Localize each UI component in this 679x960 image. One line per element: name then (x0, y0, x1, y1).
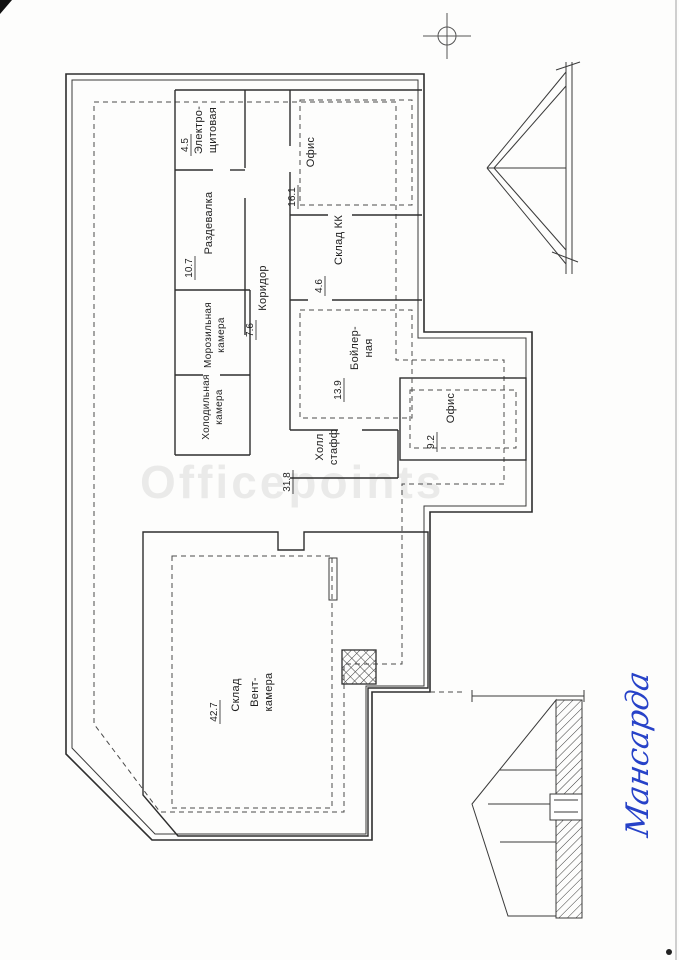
svg-text:7.6: 7.6 (245, 323, 256, 337)
vent-shaft (341, 649, 377, 685)
room-label-office-top: Офис 16.1 (287, 137, 317, 209)
room-labels: Электро- щитовая 4.5 Офис 16.1 Раздевалк… (180, 106, 457, 724)
registration-cross (423, 13, 471, 59)
svg-text:Офис: Офис (445, 393, 457, 424)
svg-text:Вент-: Вент- (249, 677, 261, 707)
lower-room-dashed-inset (171, 555, 333, 809)
room-label-electro: Электро- щитовая 4.5 (180, 106, 219, 156)
svg-text:Мансарда: Мансарда (620, 669, 656, 841)
handwritten-note: Мансарда (620, 669, 656, 841)
room-label-freezer: Морозильная камера (203, 302, 227, 368)
svg-text:13.9: 13.9 (333, 380, 344, 400)
room-label-hall-staff: Холл стафф (314, 429, 340, 465)
watermark: Officepoints (140, 456, 444, 508)
roof-section-detail (471, 690, 585, 919)
svg-text:Холл: Холл (314, 433, 326, 460)
room-label-razdevalka: Раздевалка 10.7 (184, 191, 215, 280)
room-label-fridge: Холодильная камера (201, 374, 225, 439)
svg-text:Коридор: Коридор (257, 265, 269, 311)
svg-text:ная: ная (363, 338, 375, 357)
svg-text:Офис: Офис (305, 137, 317, 168)
room-label-sklad-kk: Склад КК 4.6 (314, 215, 345, 296)
svg-text:31.8: 31.8 (282, 472, 293, 492)
svg-text:камера: камера (216, 317, 227, 353)
room-label-koridor: Коридор 7.6 (245, 265, 269, 340)
svg-text:Электро-: Электро- (193, 106, 205, 154)
svg-text:Морозильная: Морозильная (203, 302, 214, 368)
lower-room-outline (142, 531, 429, 837)
svg-text:4.5: 4.5 (180, 138, 191, 152)
interior-walls (174, 89, 527, 479)
room-label-office-right: Офис 9.2 (426, 393, 457, 452)
room-dashed-insets (299, 99, 517, 693)
svg-text:камера: камера (263, 672, 275, 711)
scan-corner-artifact (0, 0, 12, 14)
wall-pier (328, 557, 338, 601)
roof-slope-dashed-line (93, 101, 505, 813)
svg-text:щитовая: щитовая (207, 107, 219, 153)
svg-text:Склад: Склад (230, 678, 242, 712)
svg-text:Склад КК: Склад КК (333, 215, 345, 265)
section-window-detail (549, 793, 583, 821)
dimension-hall-area: 31.8 (282, 470, 294, 494)
main-plan: Электро- щитовая 4.5 Офис 16.1 Раздевалк… (65, 73, 533, 841)
svg-text:16.1: 16.1 (287, 187, 298, 207)
svg-text:Бойлер-: Бойлер- (349, 326, 361, 370)
room-label-sklad-main: Склад 42.7 (209, 678, 242, 724)
svg-text:Раздевалка: Раздевалка (203, 191, 215, 254)
svg-text:стафф: стафф (328, 429, 340, 465)
roof-gable-detail (486, 61, 581, 274)
svg-text:9.2: 9.2 (426, 435, 437, 449)
outer-wall (65, 73, 533, 841)
svg-text:10.7: 10.7 (184, 258, 195, 278)
room-label-vent: Вент- камера (249, 672, 275, 711)
svg-text:42.7: 42.7 (209, 702, 220, 722)
outer-wall-inner-line (71, 79, 527, 835)
svg-text:4.6: 4.6 (314, 279, 325, 293)
svg-text:камера: камера (214, 389, 225, 425)
room-label-boiler: Бойлер- ная 13.9 (333, 326, 375, 402)
svg-text:Холодильная: Холодильная (201, 374, 212, 439)
scan-speck (666, 949, 672, 955)
